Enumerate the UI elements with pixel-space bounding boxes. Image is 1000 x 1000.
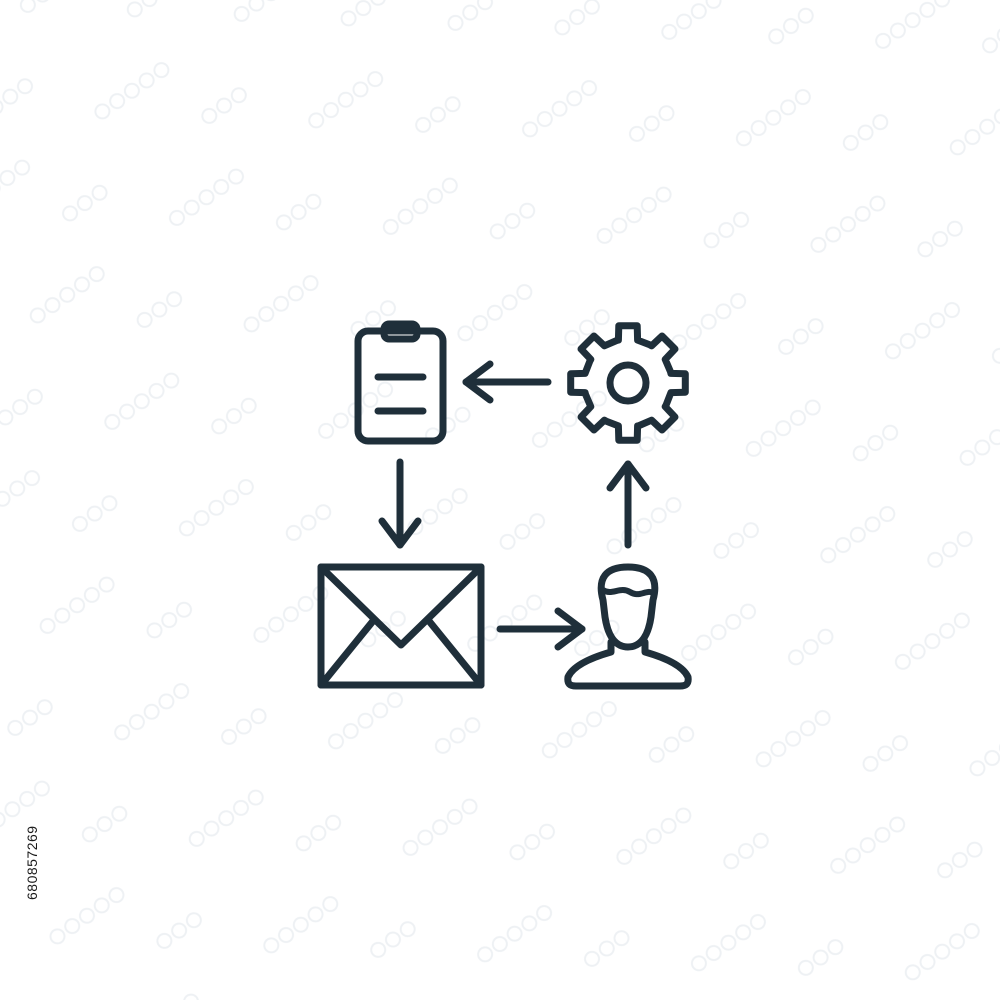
stock-image-id: 680857269 <box>24 825 40 900</box>
arrow-envelope-to-person <box>496 607 586 651</box>
arrow-gear-to-clipboard <box>462 360 552 404</box>
gear-icon <box>567 322 689 444</box>
envelope-icon <box>317 563 485 689</box>
person-icon <box>564 563 692 690</box>
arrow-person-to-gear <box>606 460 650 549</box>
arrow-clipboard-to-envelope <box>378 458 422 549</box>
clipboard-icon <box>354 320 447 445</box>
